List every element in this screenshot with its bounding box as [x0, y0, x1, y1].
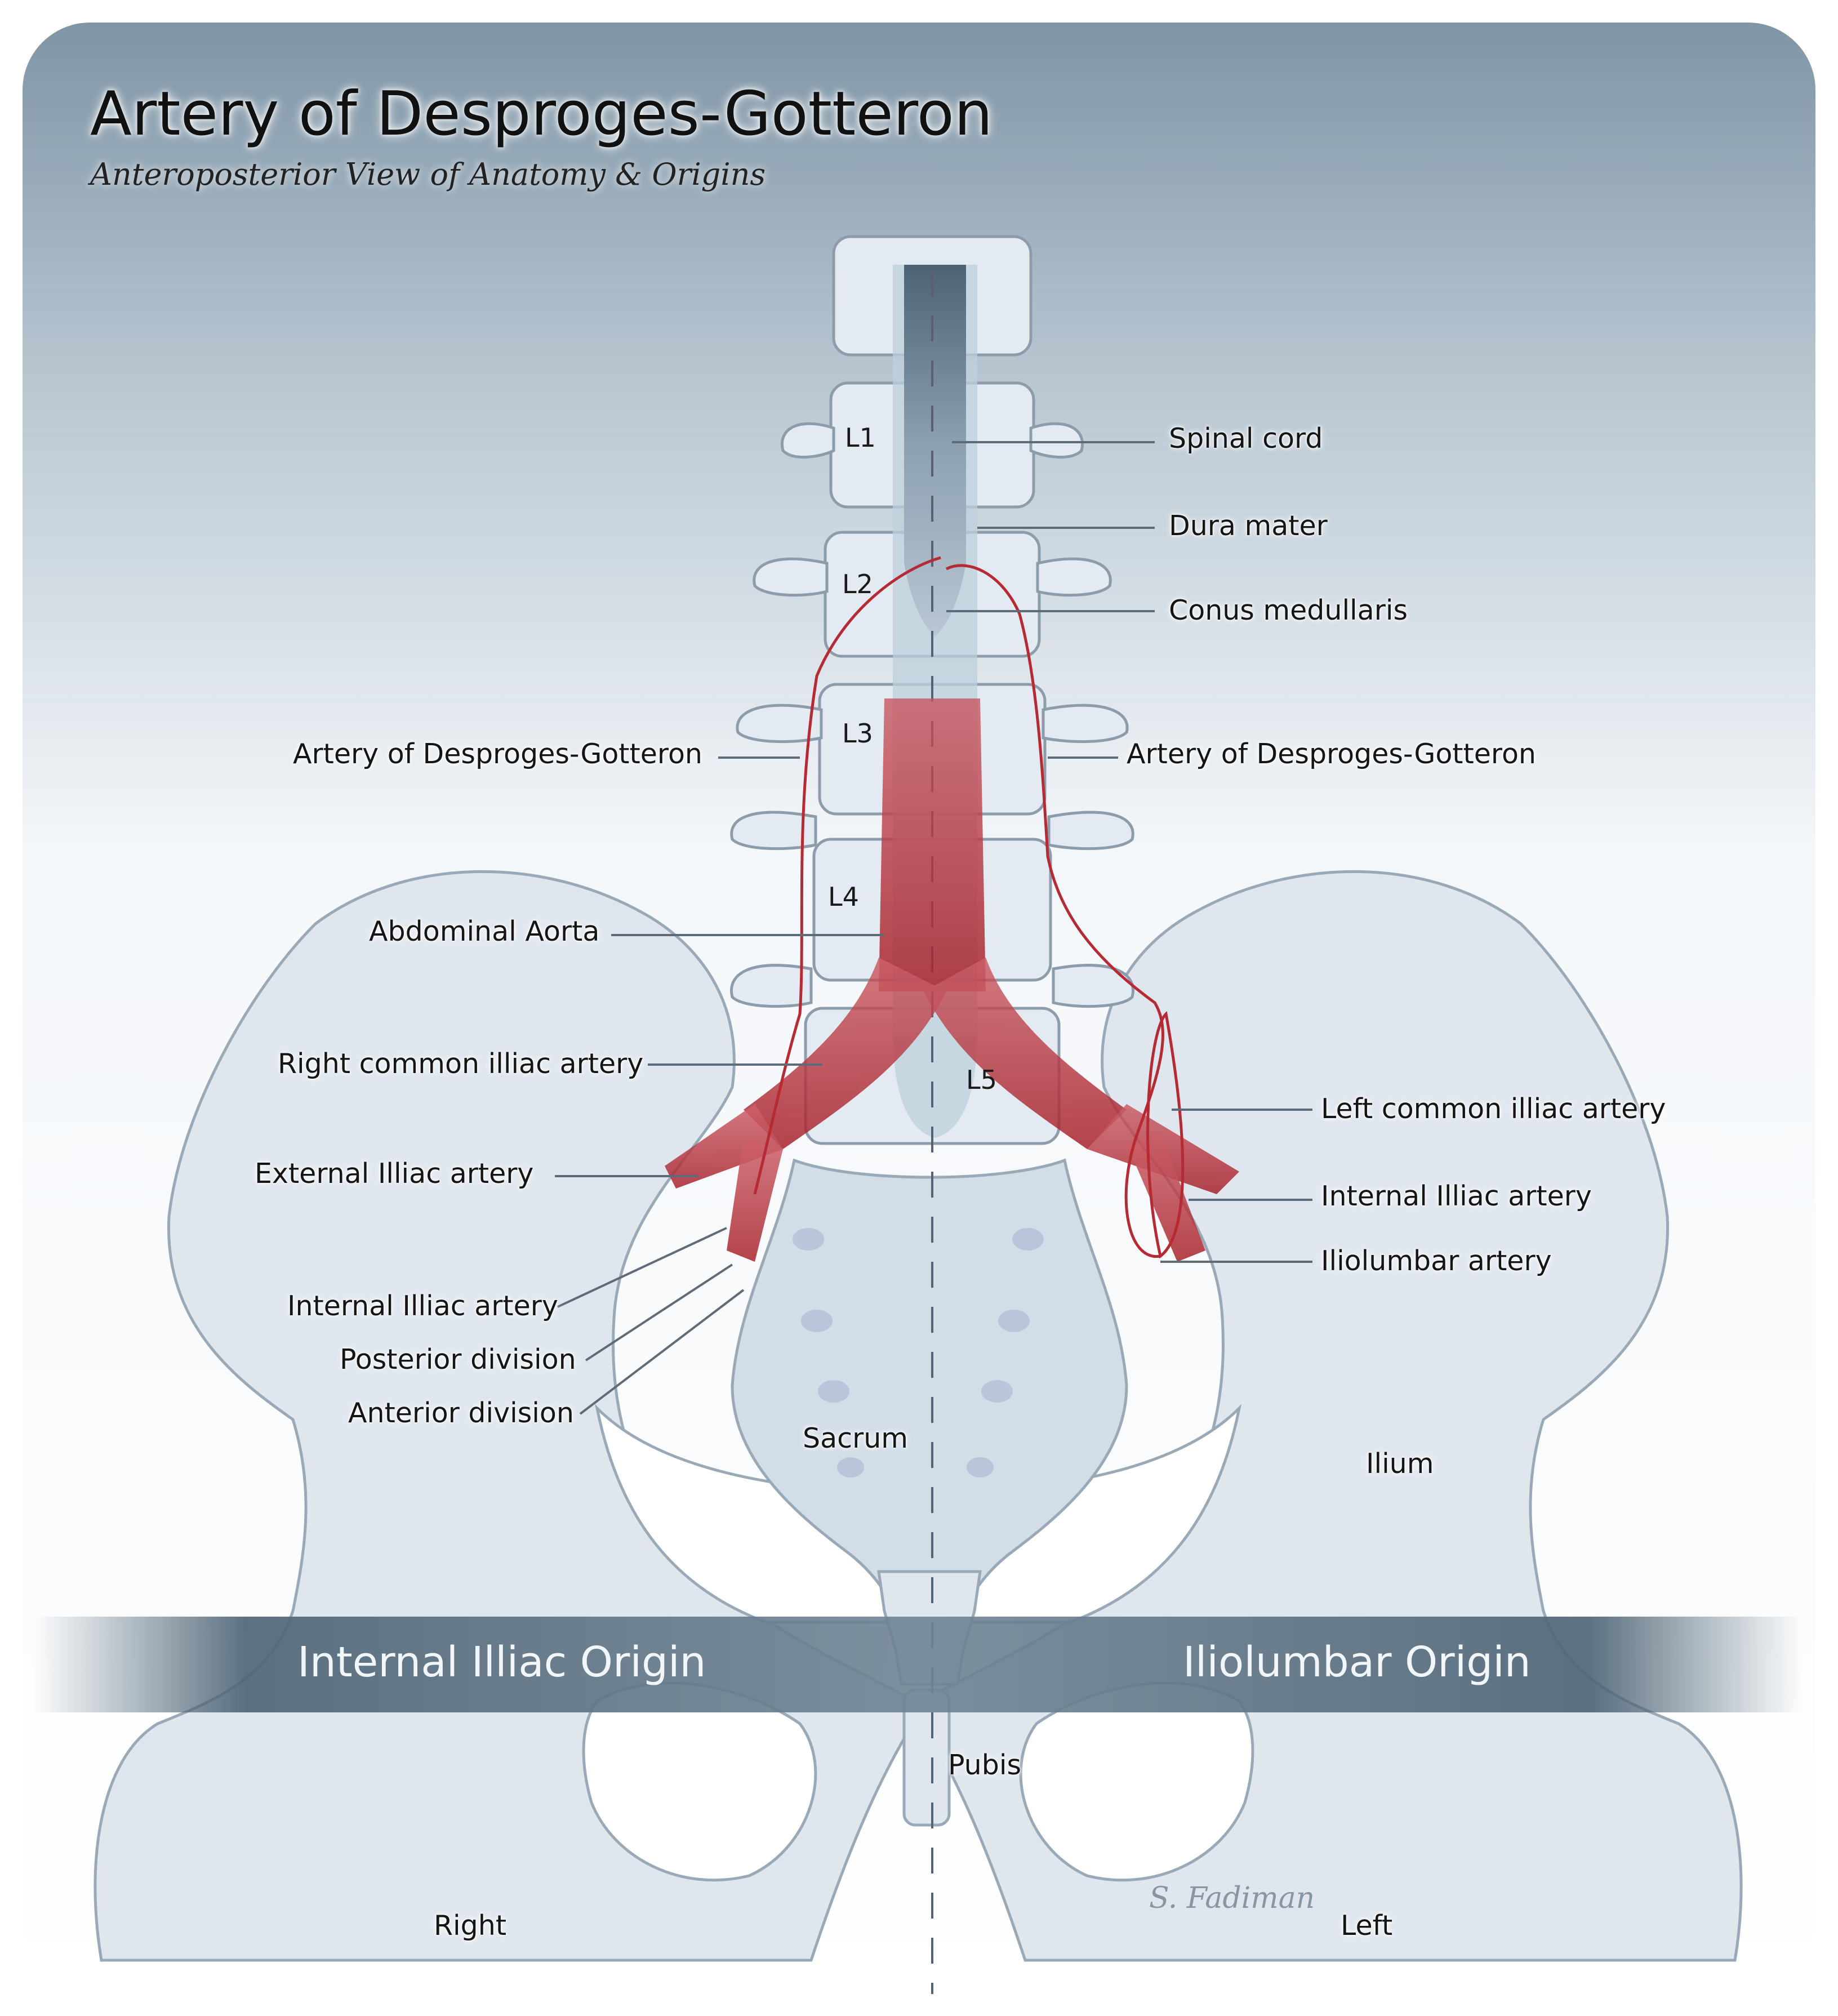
sacrum: [731, 1158, 1128, 1624]
arterial-tree: [665, 698, 1239, 1262]
spinal-cord-shape: [904, 265, 966, 637]
left-common-iliac: [924, 958, 1127, 1149]
artist-signature: S. Fadiman: [1149, 1881, 1315, 1915]
label-external-iliac: External Illiac artery: [255, 1158, 534, 1190]
left-internal-iliac: [1127, 1132, 1205, 1262]
label-artery-right: Artery of Desproges-Gotteron: [293, 738, 702, 770]
origin-band: [34, 1617, 1803, 1712]
label-left: Left: [1341, 1910, 1393, 1942]
label-iliolumbar-artery: Iliolumbar artery: [1321, 1245, 1552, 1277]
figure-title: Artery of Desproges-Gotteron: [90, 79, 993, 149]
right-external-iliac: [665, 1104, 783, 1189]
label-left-common-iliac: Left common illiac artery: [1321, 1093, 1666, 1125]
label-posterior-division: Posterior division: [340, 1343, 576, 1376]
label-internal-iliac-left: Internal Illiac artery: [1321, 1180, 1592, 1212]
artery-left-course: [945, 564, 1164, 1258]
label-ilium: Ilium: [1366, 1448, 1434, 1480]
label-right: Right: [434, 1910, 507, 1942]
label-pubis: Pubis: [948, 1749, 1021, 1781]
label-anterior-division: Anterior division: [348, 1397, 574, 1429]
label-spinal-cord: Spinal cord: [1169, 422, 1323, 455]
right-common-iliac: [744, 958, 946, 1149]
band-internal-iliac-origin: Internal Illiac Origin: [297, 1638, 706, 1686]
label-l4: L4: [828, 882, 859, 912]
artery-right-course: [753, 556, 941, 1195]
label-conus-medullaris: Conus medullaris: [1169, 594, 1408, 626]
right-internal-iliac: [727, 1138, 783, 1262]
label-abdominal-aorta: Abdominal Aorta: [369, 915, 600, 947]
label-l2: L2: [842, 569, 873, 599]
label-sacrum: Sacrum: [803, 1422, 909, 1454]
label-internal-iliac-right: Internal Illiac artery: [287, 1290, 558, 1322]
band-iliolumbar-origin: Iliolumbar Origin: [1183, 1638, 1531, 1686]
label-artery-left: Artery of Desproges-Gotteron: [1127, 738, 1536, 770]
label-right-common-iliac: Right common illiac artery: [278, 1048, 644, 1080]
iliolumbar-loop: [1146, 1011, 1185, 1259]
sacral-foramina: [793, 1228, 1044, 1477]
leader-lines: [555, 441, 1312, 1415]
label-dura-mater: Dura mater: [1169, 510, 1328, 542]
label-l5: L5: [966, 1065, 997, 1095]
figure-subtitle: Anteroposterior View of Anatomy & Origin…: [90, 157, 766, 192]
desproges-gotteron-arteries: [753, 556, 1185, 1259]
label-l1: L1: [845, 422, 876, 453]
label-l3: L3: [842, 718, 873, 749]
abdominal-aorta: [879, 698, 986, 991]
